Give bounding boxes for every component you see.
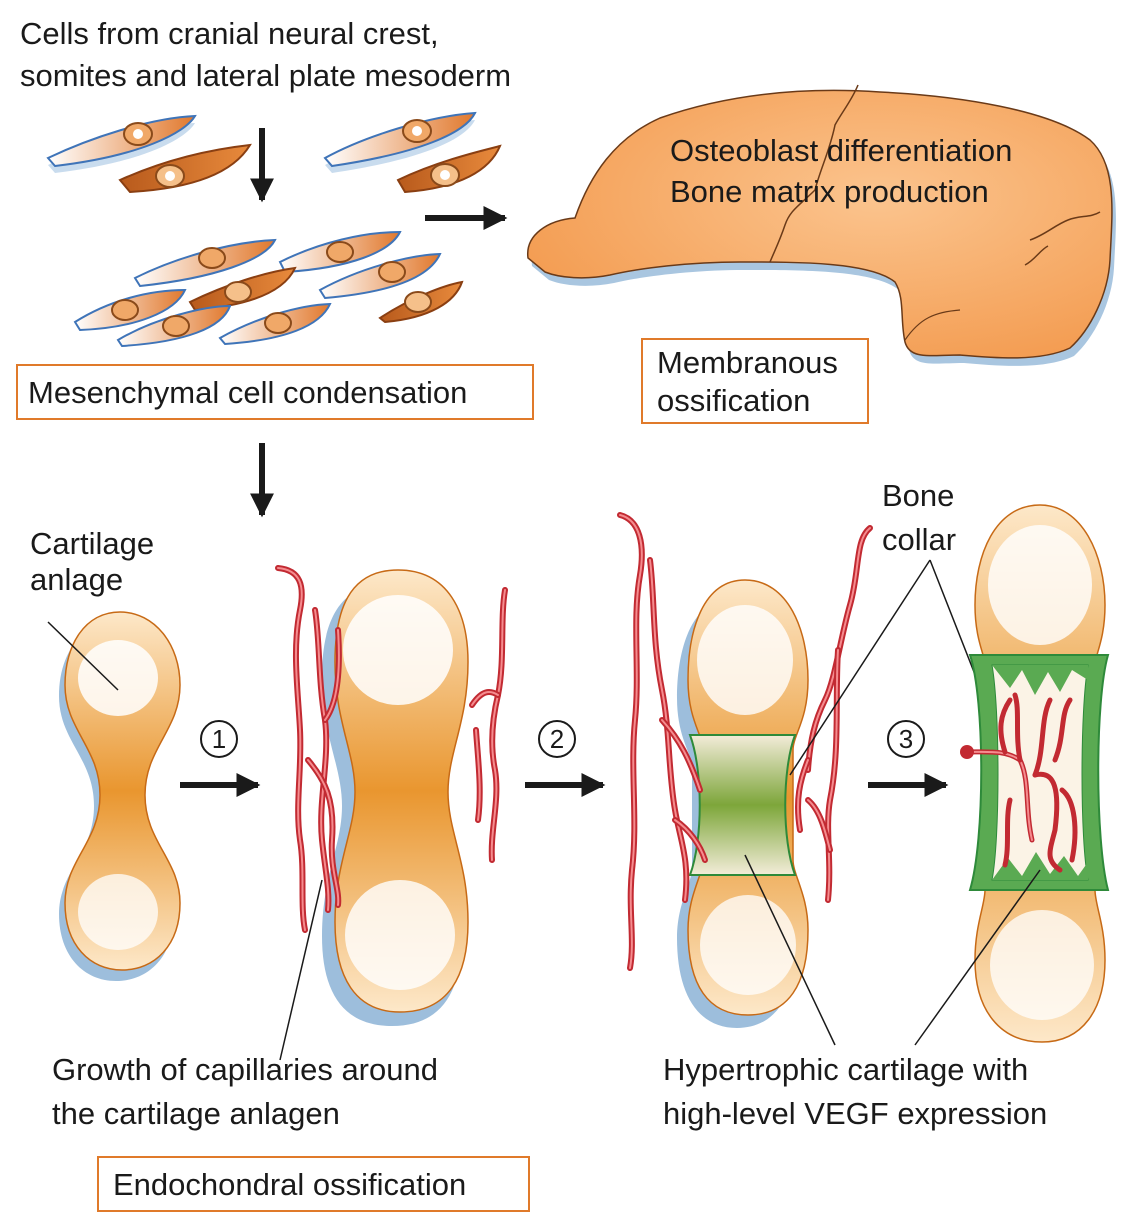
hypertrophic-cartilage-shape [677,579,809,1028]
osteoblast-text-line2: Bone matrix production [670,174,989,209]
membranous-box-line1: Membranous [657,345,838,380]
leader-line [47,621,119,691]
source-cells-text-line2: somites and lateral plate mesoderm [20,58,512,93]
osteoblast-text-line1: Osteoblast differentiation [670,133,1013,168]
capillaries-stage3 [962,692,1078,873]
cartilage-anlage-label-line1: Cartilage [30,526,155,561]
bone-collar-label-line1: Bone [882,478,955,513]
cartilage-with-capillaries-shape [322,569,469,1026]
artery-entry-icon [960,745,974,759]
membranous-box: Membranous ossification [641,338,869,424]
cartilage-anlage-label-line2: anlage [30,562,124,597]
cartilage-anlage-shape [59,611,181,981]
step-1-marker: 1 [200,720,238,758]
hypertrophic-caption-line1: Hypertrophic cartilage with [663,1052,1029,1087]
capillaries-stage1 [275,565,508,933]
capillaries-caption-line1: Growth of capillaries around [52,1052,438,1087]
leader-line [914,869,1041,1046]
condensed-cells-cluster [73,230,464,348]
cell-icon [396,144,502,194]
leader-line [279,879,323,1061]
membranous-box-line2: ossification [657,383,811,418]
endochondral-box: Endochondral ossification [97,1156,530,1212]
bone-collar-label-line2: collar [882,522,957,557]
leader-line [789,559,931,776]
capillaries-caption-line2: the cartilage anlagen [52,1096,340,1131]
step-3-marker: 3 [887,720,925,758]
cell-icon [118,143,252,194]
condensation-box: Mesenchymal cell condensation [16,364,534,420]
cell-icon [46,114,197,173]
hypertrophic-caption-line2: high-level VEGF expression [663,1096,1048,1131]
leader-line [744,854,836,1046]
source-cells-text-line1: Cells from cranial neural crest, [20,16,439,51]
step-2-marker: 2 [538,720,576,758]
cell-icon [323,111,477,173]
membranous-bone-plate [527,84,1116,366]
capillaries-stage2 [617,512,873,971]
mesenchymal-cells-top [46,111,502,194]
